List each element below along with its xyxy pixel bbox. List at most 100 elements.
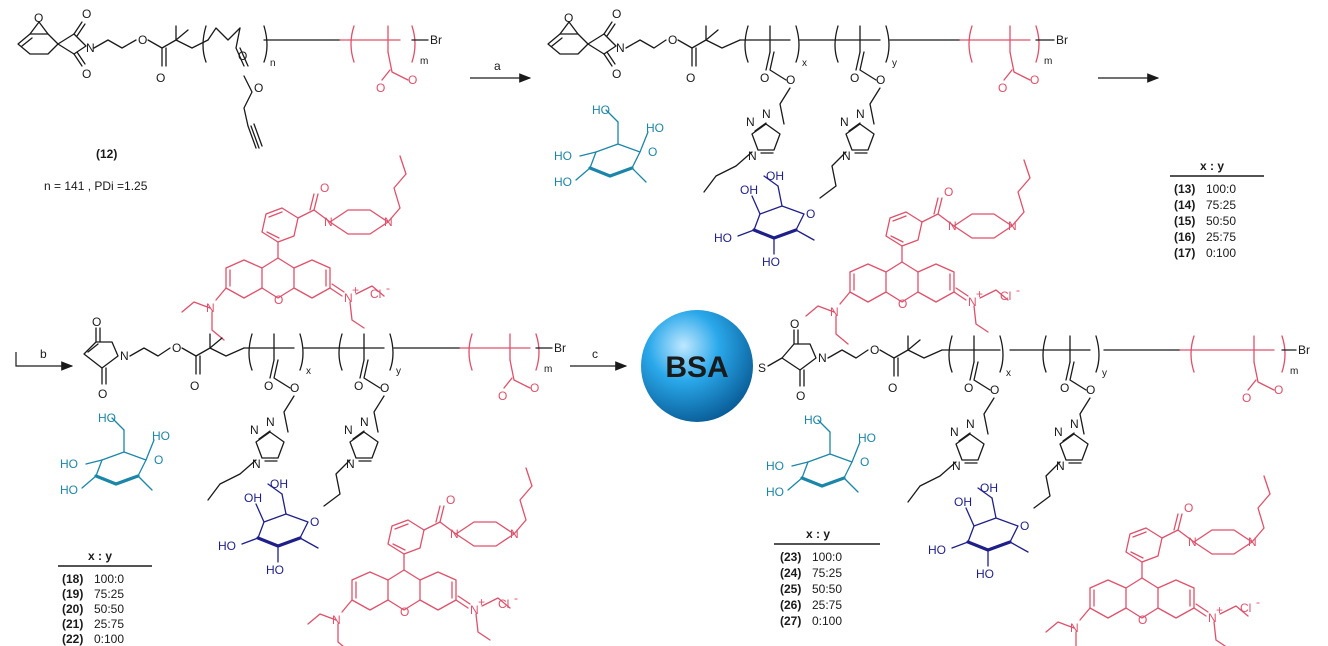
table-row: (17) 0:100 bbox=[1174, 246, 1236, 260]
atom-o: O bbox=[238, 49, 247, 63]
atom-o: O bbox=[1274, 383, 1283, 397]
ratio-value: 0:100 bbox=[1206, 246, 1236, 260]
compound-id: (27) bbox=[780, 614, 801, 628]
atom-o: O bbox=[1060, 381, 1069, 395]
step-label-c: c bbox=[592, 347, 598, 361]
table-row: (15) 50:50 bbox=[1174, 214, 1236, 228]
table-row: (13) 100:0 bbox=[1174, 182, 1236, 196]
atom-o: O bbox=[850, 71, 859, 85]
ratio-value: 0:100 bbox=[94, 632, 124, 646]
ratio-value: 100:0 bbox=[1206, 182, 1236, 196]
table-row: (24)75:25 bbox=[780, 566, 842, 580]
atom-o: O bbox=[376, 81, 385, 95]
compound-id: (20) bbox=[62, 602, 83, 616]
index-n: n bbox=[270, 58, 276, 69]
table-row: (20) 50:50 bbox=[62, 602, 124, 616]
atom-o: O bbox=[498, 389, 507, 403]
table-row: (26)25:75 bbox=[780, 598, 842, 612]
index-m: m bbox=[420, 56, 428, 67]
atom-o: O bbox=[786, 73, 795, 87]
polymer-info: n = 141 , PDi =1.25 bbox=[44, 179, 148, 193]
atom-o: O bbox=[760, 71, 769, 85]
chloride-counterion: Cl bbox=[370, 287, 381, 301]
table-header: x : y bbox=[1200, 159, 1224, 173]
table-row: (18) 100:0 bbox=[62, 572, 124, 586]
ratio-value: 100:0 bbox=[812, 550, 842, 564]
index-m: m bbox=[1044, 56, 1052, 67]
compound-id: (13) bbox=[1174, 182, 1195, 196]
atom-n: N bbox=[120, 349, 129, 363]
compound-id: (15) bbox=[1174, 214, 1195, 228]
compound-id: (23) bbox=[780, 550, 801, 564]
table-row: (27)0:100 bbox=[780, 614, 842, 628]
table-header: x : y bbox=[88, 549, 112, 563]
ratio-table-13-17: x : y (13) 100:0 (14)75:25 (15) 50:50 (16)… bbox=[1170, 159, 1264, 260]
atom-o: O bbox=[876, 73, 885, 87]
atom-o: O bbox=[408, 73, 417, 87]
index-y: y bbox=[892, 58, 897, 69]
index-x: x bbox=[306, 366, 311, 377]
thioether-s: S bbox=[758, 361, 766, 375]
index-x: x bbox=[802, 58, 807, 69]
ratio-value: 25:75 bbox=[812, 598, 842, 612]
compound-id: (16) bbox=[1174, 230, 1195, 244]
atom-br: Br bbox=[430, 33, 442, 47]
atom-o: O bbox=[92, 315, 101, 329]
ratio-table-18-22: x : y (18) 100:0 (19)75:25 (20) 50:50 (21)… bbox=[58, 549, 152, 646]
atom-o: O bbox=[290, 381, 299, 395]
atom-o: O bbox=[990, 383, 999, 397]
atom-n: N bbox=[86, 41, 95, 55]
atom-o: O bbox=[1242, 391, 1251, 405]
table-header: x : y bbox=[806, 527, 830, 541]
atom-o: O bbox=[998, 81, 1007, 95]
ratio-value: 100:0 bbox=[94, 572, 124, 586]
atom-o: O bbox=[964, 381, 973, 395]
atom-o: O bbox=[1030, 73, 1039, 87]
ratio-value: 25:75 bbox=[1206, 230, 1236, 244]
minus-charge: - bbox=[514, 591, 518, 605]
table-row: (25) 50:50 bbox=[780, 582, 842, 596]
table-row: (14)75:25 bbox=[1174, 198, 1236, 212]
atom-o: O bbox=[34, 11, 43, 25]
atom-br: Br bbox=[1298, 343, 1310, 357]
ratio-value: 25:75 bbox=[94, 617, 124, 631]
atom-o: O bbox=[380, 381, 389, 395]
compound-id: (14) bbox=[1174, 198, 1195, 212]
atom-n: N bbox=[616, 41, 625, 55]
atom-o: O bbox=[564, 11, 573, 25]
atom-o: O bbox=[172, 341, 181, 355]
table-row: (16) 25:75 bbox=[1174, 230, 1236, 244]
bsa-sphere bbox=[641, 310, 753, 422]
ratio-value: 50:50 bbox=[94, 602, 124, 616]
table-row: (19)75:25 bbox=[62, 587, 124, 601]
minus-charge: - bbox=[1016, 283, 1020, 297]
ratio-value: 50:50 bbox=[1206, 214, 1236, 228]
atom-o: O bbox=[82, 7, 91, 21]
table-row: (22)0:100 bbox=[62, 632, 124, 646]
atom-br: Br bbox=[1056, 33, 1068, 47]
atom-o: O bbox=[156, 71, 165, 85]
atom-o: O bbox=[612, 67, 621, 81]
minus-charge: - bbox=[1256, 595, 1260, 609]
compound-id: (18) bbox=[62, 572, 83, 586]
atom-o: O bbox=[870, 343, 879, 357]
compound-id: (17) bbox=[1174, 246, 1195, 260]
atom-n: N bbox=[818, 351, 827, 365]
ratio-value: 75:25 bbox=[812, 566, 842, 580]
compound-18-22-structure: O O N O O x O O y O O m Br O O Cl bbox=[58, 315, 566, 646]
index-y: y bbox=[396, 366, 401, 377]
ratio-value: 50:50 bbox=[812, 582, 842, 596]
compound-id: (19) bbox=[62, 587, 83, 601]
atom-o: O bbox=[530, 381, 539, 395]
atom-o: O bbox=[254, 81, 263, 95]
compound-id: (25) bbox=[780, 582, 801, 596]
atom-o: O bbox=[1086, 383, 1095, 397]
table-row: (21)25:75 bbox=[62, 617, 124, 631]
ratio-table-23-27: x : y (23) 100:0 (24)75:25 (25) 50:50 (26)… bbox=[774, 527, 880, 628]
atom-o: O bbox=[98, 387, 107, 401]
compound-label-12: (12) bbox=[96, 147, 117, 161]
step-label-b: b bbox=[40, 347, 47, 361]
atom-o: O bbox=[138, 33, 147, 47]
atom-o: O bbox=[264, 379, 273, 393]
atom-br: Br bbox=[554, 341, 566, 355]
